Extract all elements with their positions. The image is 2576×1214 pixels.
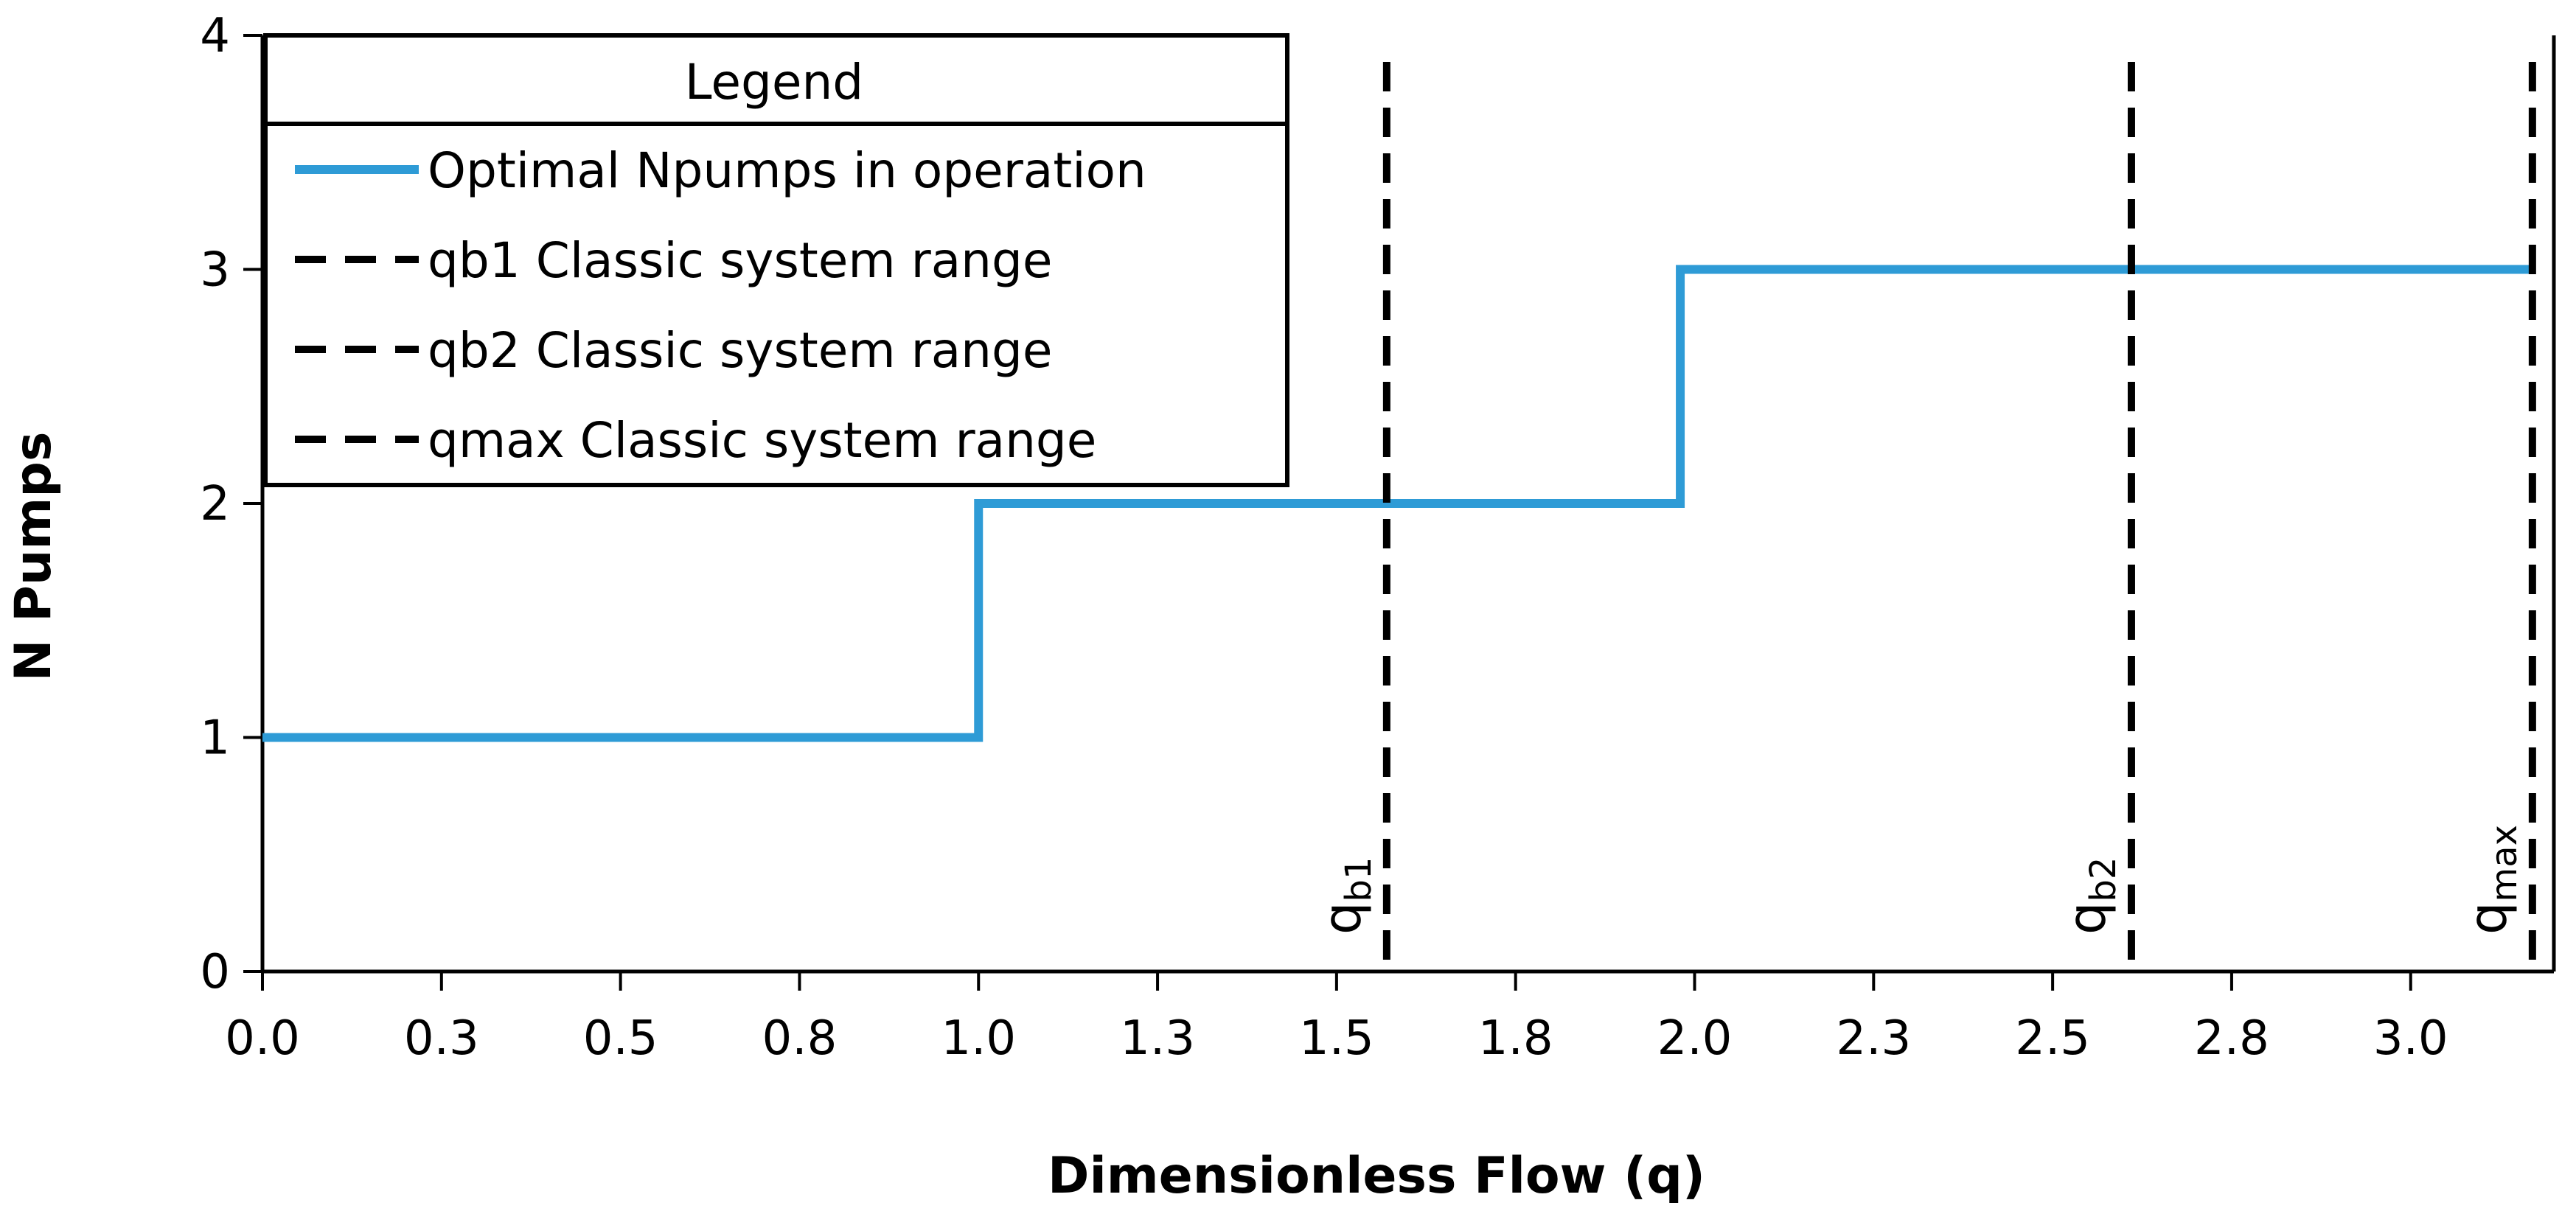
x-tick-label: 2.5 xyxy=(2015,1011,2090,1066)
series-line-optimal-npumps xyxy=(262,265,2533,742)
x-tick-label: 1.8 xyxy=(1478,1011,1553,1066)
legend-title: Legend xyxy=(685,54,863,111)
dashed-line-label-subscript: max xyxy=(2484,825,2525,902)
x-tick-label: 1.3 xyxy=(1120,1011,1195,1066)
y-tick-label: 1 xyxy=(200,711,230,766)
x-tick-label: 1.5 xyxy=(1299,1011,1374,1066)
y-tick-label: 4 xyxy=(200,9,230,63)
x-tick-label: 2.3 xyxy=(1836,1011,1911,1066)
x-tick-label: 3.0 xyxy=(2373,1011,2448,1066)
x-tick-label: 2.8 xyxy=(2194,1011,2269,1066)
dashed-line-label-subscript: b1 xyxy=(1338,857,1379,902)
x-tick-label: 0.5 xyxy=(583,1011,658,1066)
legend-body-box xyxy=(263,122,1289,487)
legend-entry-label: qb1 Classic system range xyxy=(428,232,1053,289)
legend-entry-label: qb2 Classic system range xyxy=(428,322,1053,379)
dashed-line-label-max: qmax xyxy=(2458,825,2525,935)
dashed-line-label-b1: qb1 xyxy=(1312,857,1379,935)
x-axis-title: Dimensionless Flow (q) xyxy=(1048,1147,1705,1205)
x-tick-label: 0.0 xyxy=(225,1011,300,1066)
dashed-line-label-b2: qb2 xyxy=(2057,857,2124,935)
x-axis-ticks: 0.0 0.3 0.5 0.8 1.0 1.3 1.5 1.8 2.0 2.3 2.5 2.8 3.0 xyxy=(225,971,2448,1066)
x-tick-label: 0.8 xyxy=(762,1011,838,1066)
y-tick-label: 0 xyxy=(200,945,230,1000)
legend-entry-label: qmax Classic system range xyxy=(428,412,1096,469)
dashed-line-label-subscript: b2 xyxy=(2083,857,2124,902)
legend-items: Optimal Npumps in operation qb1 Classic s… xyxy=(295,142,1146,469)
legend-title-box xyxy=(263,33,1289,126)
y-axis-title: N Pumps xyxy=(4,432,63,682)
x-tick-label: 0.3 xyxy=(404,1011,479,1066)
y-tick-label: 2 xyxy=(200,477,230,531)
legend-entry-label: Optimal Npumps in operation xyxy=(428,142,1146,199)
y-axis-ticks: 0 1 2 3 4 xyxy=(200,9,262,1000)
legend: Legend Optimal Npumps in operation qb1 Cl… xyxy=(263,33,1289,487)
x-tick-label: 2.0 xyxy=(1657,1011,1733,1066)
y-tick-label: 3 xyxy=(200,243,230,298)
x-tick-label: 1.0 xyxy=(941,1011,1016,1066)
